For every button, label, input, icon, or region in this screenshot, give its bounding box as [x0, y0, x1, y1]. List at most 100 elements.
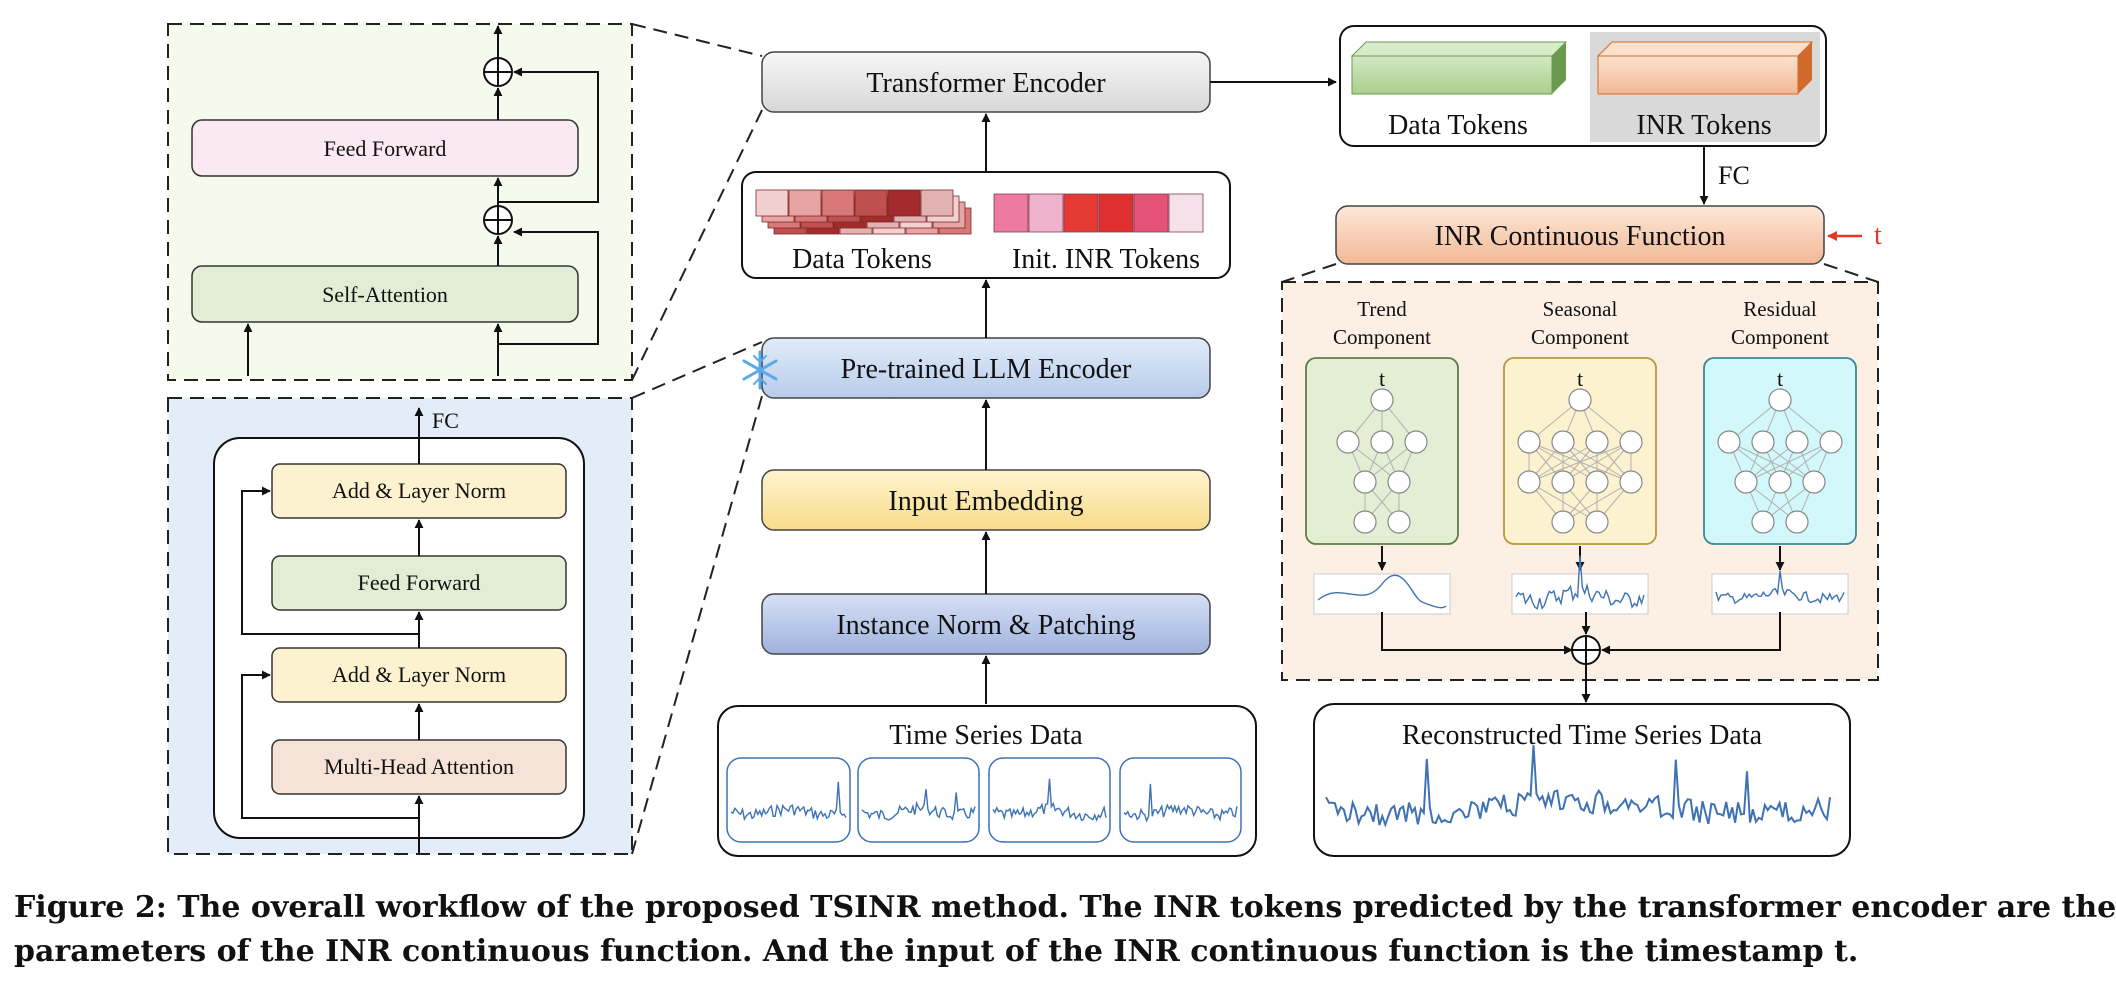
series-patch	[988, 757, 1111, 843]
middle-pipeline: Transformer Encoder Data Tokens Init. IN…	[717, 51, 1337, 857]
network-node	[1370, 430, 1394, 454]
feed-forward-label: Feed Forward	[324, 136, 447, 161]
series-patch-line	[861, 789, 976, 821]
transformer-encoder-label: Transformer Encoder	[866, 68, 1106, 99]
network-node	[1819, 430, 1843, 454]
data-tokens-label: Data Tokens	[792, 244, 932, 275]
series-patch-line	[1123, 783, 1238, 823]
out-inr-tokens-label: INR Tokens	[1636, 110, 1771, 141]
network-node	[1353, 470, 1377, 494]
self-attention-block	[191, 265, 579, 323]
series-patch-line	[992, 778, 1107, 822]
init-inr-token	[1063, 193, 1099, 233]
inr-tokens-3d-bar	[1596, 41, 1814, 95]
caption-line-1: Figure 2: The overall workflow of the pr…	[14, 890, 2116, 925]
reconstructed-box	[1313, 703, 1851, 857]
init-inr-token	[1168, 193, 1204, 233]
init-inr-token	[993, 193, 1029, 233]
out-data-tokens-label: Data Tokens	[1388, 110, 1528, 141]
circled-plus-icon	[1571, 635, 1601, 665]
series-patch-line	[730, 781, 847, 822]
network-node	[1387, 470, 1411, 494]
init-inr-token	[1028, 193, 1064, 233]
llm-feed-forward-label: Feed Forward	[358, 570, 481, 595]
network-node	[1785, 430, 1809, 454]
component-title-line2: Component	[1731, 325, 1829, 349]
network-edge	[1562, 481, 1632, 523]
reconstructed-label: Reconstructed Time Series Data	[1402, 720, 1763, 751]
out-fc-label: FC	[1718, 161, 1750, 190]
component-output-line	[1317, 574, 1447, 609]
zoom-connector-lines	[631, 23, 763, 855]
network-edge	[1528, 441, 1632, 483]
component-title-line1: Trend	[1357, 297, 1407, 321]
series-patch	[1119, 757, 1242, 843]
network-node	[1387, 510, 1411, 534]
data-token-cell	[821, 189, 855, 217]
init-inr-token	[1098, 193, 1134, 233]
tsinr-workflow-diagram: Feed Forward Self-Attention FC Add & Lay…	[167, 23, 1882, 857]
network-node	[1619, 430, 1643, 454]
add-norm-top-label: Add & Layer Norm	[332, 478, 506, 503]
init-inr-tokens-label: Init. INR Tokens	[1012, 244, 1200, 275]
transformer-detail-panel: Feed Forward Self-Attention	[167, 23, 633, 381]
init-inr-token	[1133, 193, 1169, 233]
reconstructed-series-line	[1325, 745, 1831, 828]
component-title-line2: Component	[1531, 325, 1629, 349]
component-output-line	[1515, 555, 1645, 610]
network-node	[1768, 388, 1792, 412]
init-inr-tokens	[993, 193, 1204, 233]
component-title-line1: Seasonal	[1543, 297, 1618, 321]
network-node	[1802, 470, 1826, 494]
network-node	[1768, 470, 1792, 494]
network-node	[1551, 430, 1575, 454]
multi-head-attention-label: Multi-Head Attention	[324, 754, 514, 779]
network-node	[1585, 470, 1609, 494]
network-node	[1353, 510, 1377, 534]
component-t-label: t	[1577, 366, 1583, 391]
network-node	[1717, 430, 1741, 454]
network-node	[1585, 430, 1609, 454]
data-token-cell	[788, 189, 822, 217]
instance-norm-label: Instance Norm & Patching	[836, 610, 1135, 641]
network-node	[1404, 430, 1428, 454]
output-section: Data Tokens INR Tokens FC INR Continuous…	[1281, 25, 1882, 857]
data-token-cell	[854, 189, 888, 217]
inr-function-label: INR Continuous Function	[1435, 221, 1726, 252]
network-node	[1585, 510, 1609, 534]
network-node	[1370, 388, 1394, 412]
feed-forward-block	[191, 119, 579, 177]
network-node	[1751, 510, 1775, 534]
data-token-cell	[887, 189, 921, 217]
llm-encoder-label: Pre-trained LLM Encoder	[841, 354, 1132, 385]
network-node	[1517, 470, 1541, 494]
component-title-line1: Residual	[1743, 297, 1817, 321]
network-node	[1619, 470, 1643, 494]
network-node	[1751, 430, 1775, 454]
network-edge	[1528, 441, 1598, 483]
llm-fc-label: FC	[432, 408, 459, 433]
network-edge	[1745, 441, 1832, 483]
network-edge	[1562, 441, 1632, 483]
series-patch	[726, 757, 851, 843]
network-node	[1734, 470, 1758, 494]
t-input-label: t	[1874, 220, 1882, 251]
input-embedding-label: Input Embedding	[888, 486, 1083, 517]
network-node	[1551, 470, 1575, 494]
time-series-patches	[726, 757, 1242, 843]
network-node	[1517, 430, 1541, 454]
series-patch	[857, 757, 980, 843]
network-node	[1568, 388, 1592, 412]
component-network-box	[1703, 357, 1857, 545]
llm-detail-panel: FC Add & Layer Norm Feed Forward Add & L…	[167, 397, 633, 855]
data-tokens-3d-bar	[1350, 41, 1568, 95]
component-output-box	[1313, 573, 1451, 615]
inr-function-block	[1335, 205, 1825, 265]
component-t-label: t	[1379, 366, 1385, 391]
component-output-line	[1715, 571, 1845, 605]
circled-plus-icon	[483, 205, 513, 235]
network-node	[1785, 510, 1809, 534]
caption-line-2: parameters of the INR continuous functio…	[14, 934, 1859, 969]
figure-caption: Figure 2: The overall workflow of the pr…	[14, 886, 2116, 974]
